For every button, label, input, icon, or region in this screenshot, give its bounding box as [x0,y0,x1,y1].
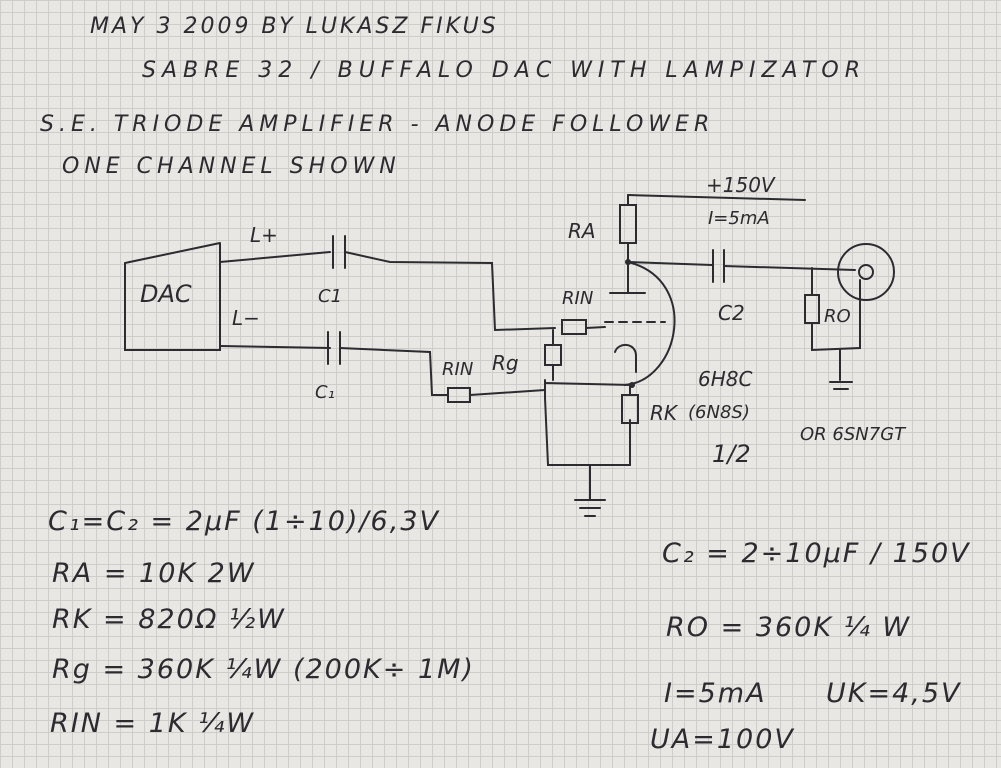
note-rk: RK = 820Ω ½W [52,604,286,635]
tube-alt-label: (6N8S) [688,402,750,423]
header-date-author: MAY 3 2009 BY LUKASZ FIKUS [90,14,499,39]
note-ua: UA=100V [650,724,795,755]
rg-resistor [544,344,562,366]
tube-type-label: 6H8C [698,367,752,391]
wire-l-plus [219,251,331,263]
c1-bottom-label: C₁ [315,382,335,403]
supply-current-label: I=5mA [708,208,770,229]
tube-or-label: OR 6SN7GT [800,424,907,445]
wire-c1-bottom-out [339,347,449,396]
node-anode [625,259,631,265]
l-plus-label: L+ [250,223,278,247]
rin-top-resistor [561,319,587,335]
tube-half-label: 1/2 [712,440,751,468]
wire-rin-top-out [585,326,606,329]
c1-top-label: C1 [318,286,342,307]
ra-resistor [619,204,637,244]
note-current: I=5mA [664,678,767,709]
header-subtitle: S.E. TRIODE AMPLIFIER - ANODE FOLLOWER [40,112,715,137]
c2-label: C2 [718,301,745,325]
output-jack [837,243,895,301]
l-minus-label: L− [232,306,260,330]
rin-top-label: RIN [562,288,593,309]
header-title: SABRE 32 / BUFFALO DAC WITH LAMPIZATOR [142,58,866,83]
tube-envelope [624,261,676,386]
wire-cathode-node [544,382,633,386]
rin-bottom-resistor [447,387,471,403]
wire-ro-bottom [811,279,861,352]
note-rg: Rg = 360K ¼W (200K÷ 1M) [52,654,475,685]
ra-label: RA [568,219,596,243]
rin-bottom-label: RIN [442,359,473,380]
wire-l-minus [219,345,331,349]
output-jack-pin [858,264,874,280]
rk-resistor [621,394,639,424]
rk-label: RK [650,401,679,425]
note-rin: RIN = 1K ¼W [50,708,256,739]
wire-cathode-bus [544,379,631,466]
ro-label: RO [824,306,851,327]
rg-label: Rg [492,351,519,375]
note-ro: RO = 360K ¼ W [666,612,912,643]
note-ra: RA = 10K 2W [52,558,256,589]
note-c2: C₂ = 2÷10μF / 150V [662,538,971,569]
wire-anode-to-c2 [627,261,713,266]
node-cathode [629,382,635,388]
wire-c1-to-grid [344,251,556,332]
header-channel-note: ONE CHANNEL SHOWN [62,154,401,179]
wire-rin-to-cathode [469,389,546,396]
wire-supply-rail [627,194,806,201]
note-c1-c2: C₁=C₂ = 2μF (1÷10)/6,3V [48,506,440,537]
supply-voltage-label: +150V [706,173,776,197]
note-uk: UK=4,5V [826,678,962,709]
wire-c2-to-output [723,265,856,271]
tube-heater [614,344,637,373]
dac-box [124,242,221,351]
dac-label: DAC [140,280,192,308]
ro-resistor [804,294,820,324]
